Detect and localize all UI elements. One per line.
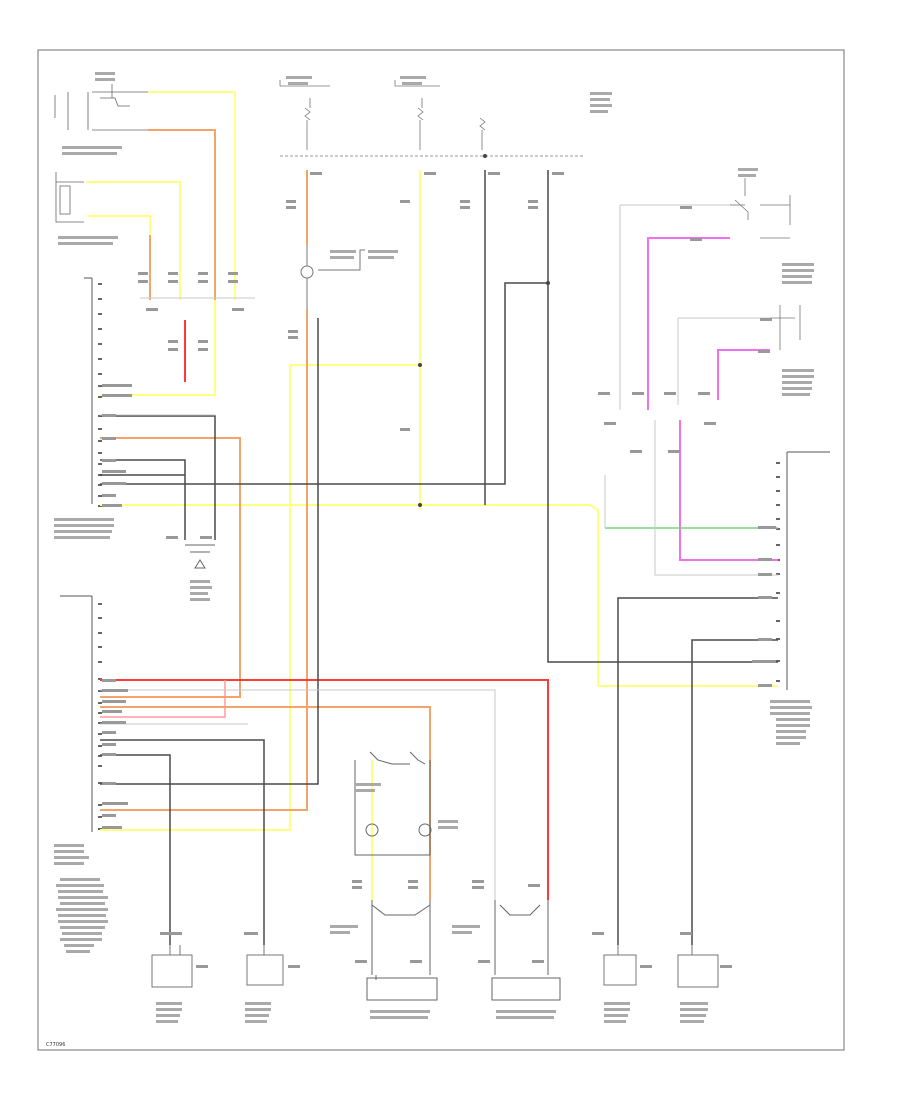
module-2 (246, 945, 284, 986)
module-3 (603, 945, 637, 986)
junction-dots (418, 154, 550, 507)
passenger-side-connector (786, 451, 830, 690)
passenger-side-switch-top (730, 178, 801, 350)
red-wires (100, 320, 549, 900)
passenger-airbag-module (491, 900, 561, 1001)
red-wire-thin (100, 680, 226, 718)
diagram-border (37, 49, 845, 1051)
module-4 (677, 945, 719, 988)
top-left-lamp-circuit (54, 84, 148, 223)
center-relay-box (354, 751, 432, 856)
srs-control-unit-connector (60, 595, 93, 832)
passenger-side-pins (776, 462, 780, 682)
driver-airbag-module (366, 900, 438, 1001)
figure-code: C77096 (46, 1042, 65, 1048)
pink-wires (647, 237, 778, 561)
label-scribbles (54, 72, 814, 1023)
yellow-wires (86, 91, 778, 900)
dark-gray-wires (100, 170, 778, 945)
ground-symbol-left (185, 544, 215, 569)
indicator-lamp (300, 245, 365, 310)
wire-color-tags (102, 172, 776, 968)
module-1 (151, 945, 193, 988)
top-fuse-block (279, 80, 486, 150)
srs-harness-connector (84, 277, 93, 504)
